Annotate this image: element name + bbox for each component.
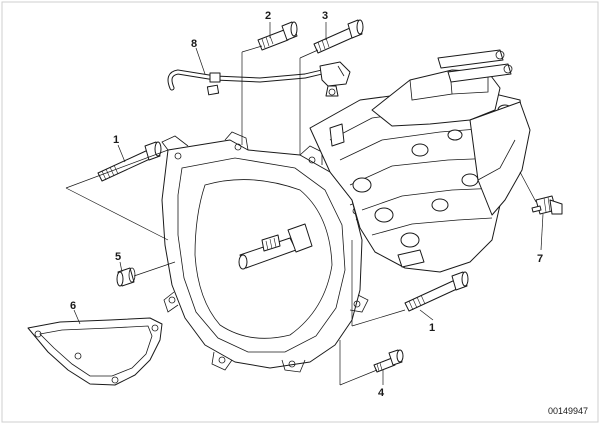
bolt-4 — [373, 349, 404, 373]
callout-8: 8 — [191, 38, 197, 50]
sleeve-5 — [116, 267, 136, 287]
callout-1-right: 1 — [429, 322, 435, 334]
callout-6: 6 — [70, 300, 76, 312]
input-shaft — [238, 223, 313, 270]
bolt-3 — [313, 19, 364, 54]
callout-4: 4 — [378, 387, 385, 399]
sensor-7 — [531, 195, 563, 215]
cover-plate-6 — [27, 317, 163, 386]
leader-lines — [65, 22, 544, 386]
diagram-reference-number: 00149947 — [548, 406, 588, 416]
bolt-2 — [257, 21, 298, 51]
callout-1-left: 1 — [113, 134, 119, 146]
callout-5: 5 — [115, 251, 121, 263]
bolt-1-right — [404, 271, 469, 312]
cable-harness — [167, 61, 351, 97]
bolt-1-left — [97, 141, 162, 182]
gearbox-housing — [161, 49, 531, 373]
callout-2: 2 — [265, 10, 271, 22]
callout-3: 3 — [322, 10, 328, 22]
callout-7: 7 — [537, 253, 543, 265]
